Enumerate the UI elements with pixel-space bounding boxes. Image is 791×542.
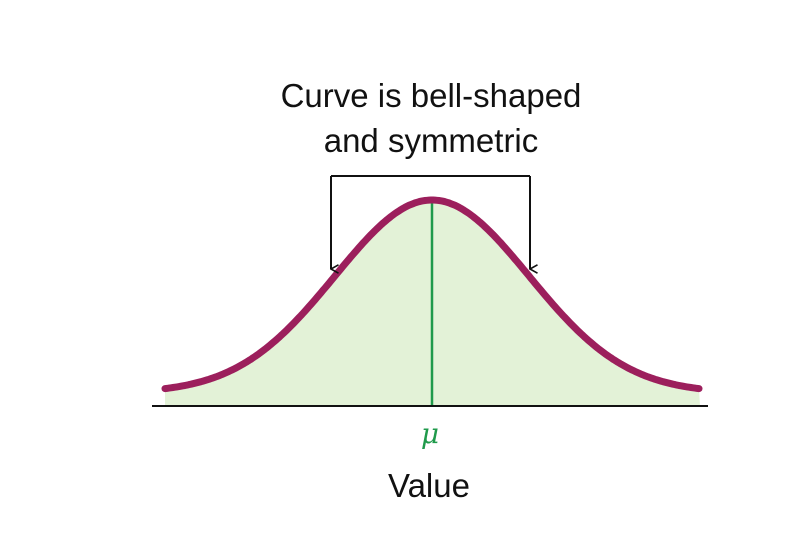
axis-label: Value	[388, 467, 470, 504]
annotation-line-1: Curve is bell-shaped	[281, 77, 582, 114]
bell-curve	[161, 196, 703, 393]
symmetry-bracket	[330, 175, 530, 269]
mean-label: μ	[421, 417, 439, 450]
annotation-line-2: and symmetric	[324, 122, 539, 159]
